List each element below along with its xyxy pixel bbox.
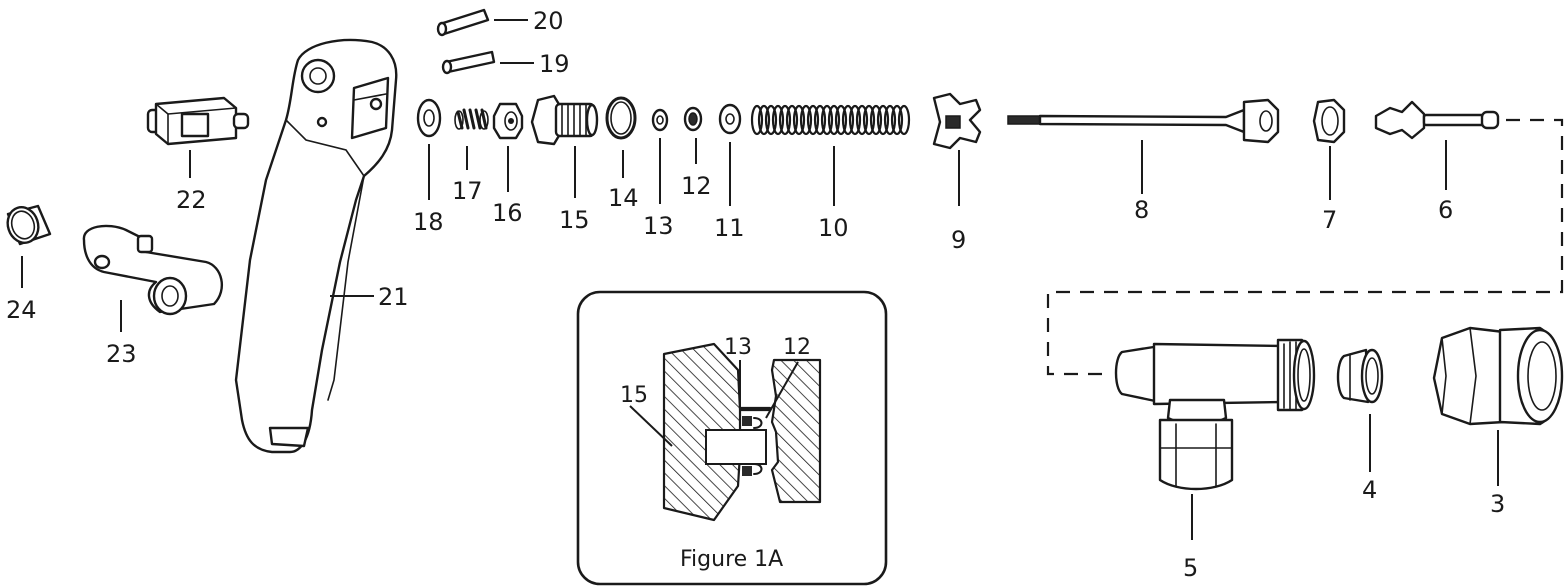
figure-1a-inset: 13 12 15 Figure 1A [576,290,888,586]
callout-5: 5 [1183,554,1198,582]
part-24-bushing: 24 [6,204,52,324]
spring-coil [771,104,785,136]
spring-coil [806,104,820,136]
figure-label-15: 15 [620,383,648,408]
part-23-trigger-link: 23 [82,224,224,368]
part-14-o-ring: 14 [605,96,639,212]
spring-coil [883,104,897,136]
spring-coil [876,104,890,136]
spring-coil [785,104,799,136]
part-22-trigger-block: 22 [146,96,250,214]
callout-13: 13 [643,212,674,240]
part-12-seal: 12 [681,106,712,200]
callout-8: 8 [1134,196,1149,224]
part-8-needle: 8 [1007,98,1280,224]
part-13-washer: 13 [643,108,674,240]
figure-caption: Figure 1A [680,547,783,572]
callout-17: 17 [452,177,483,205]
spring-coil [848,104,862,136]
part-18-washer: 18 [413,98,444,236]
callout-18: 18 [413,208,444,236]
part-16-nut: 16 [492,102,524,227]
spring-coil [778,104,792,136]
spring-coil [757,104,771,136]
part-11-washer: 11 [714,103,745,242]
part-6-needle-assembly: 6 [1374,100,1500,224]
callout-23: 23 [106,340,137,368]
spring-coil [855,104,869,136]
spring-coil [897,104,911,136]
part-10-main-spring: 10 [750,104,911,242]
part-4-nipple: 4 [1336,348,1384,504]
callout-19: 19 [539,50,570,78]
part-19-spring-pin: 19 [441,50,570,78]
callout-4: 4 [1362,476,1377,504]
spring-coil [799,104,813,136]
spring-coil [792,104,806,136]
spring-coil [820,104,834,136]
callout-21: 21 [378,283,409,311]
part-5-tee-fitting: 5 [1114,338,1316,582]
callout-3: 3 [1490,490,1505,518]
spring-coil [827,104,841,136]
part-3-cap-nut: 3 [1432,326,1564,518]
part-9-spring-guide: 9 [932,92,982,254]
figure-label-12: 12 [783,335,811,360]
part-15-seat-housing: 15 [530,94,599,234]
part-20-roll-pin: 20 [436,7,564,37]
spring-coil [813,104,827,136]
callout-22: 22 [176,186,207,214]
callout-16: 16 [492,199,523,227]
callout-7: 7 [1322,206,1337,234]
part-21-trigger: 21 [234,38,409,454]
callout-10: 10 [818,214,849,242]
part-7-nut: 7 [1312,98,1346,234]
callout-15: 15 [559,206,590,234]
spring-coil [862,104,876,136]
spring-coil [750,104,764,136]
callout-11: 11 [714,214,745,242]
cross-section-thread [770,358,822,504]
callout-12: 12 [681,172,712,200]
spring-coil [890,104,904,136]
part-17-spring: 17 [452,108,489,205]
spring-coil [869,104,883,136]
connection-dashed-line [1046,118,1564,376]
figure-label-13: 13 [724,335,752,360]
callout-20: 20 [533,7,564,35]
callout-6: 6 [1438,196,1453,224]
spring-coil [764,104,778,136]
spring-coil [841,104,855,136]
spring-coil [834,104,848,136]
callout-24: 24 [6,296,37,324]
callout-9: 9 [951,226,966,254]
callout-14: 14 [608,184,639,212]
